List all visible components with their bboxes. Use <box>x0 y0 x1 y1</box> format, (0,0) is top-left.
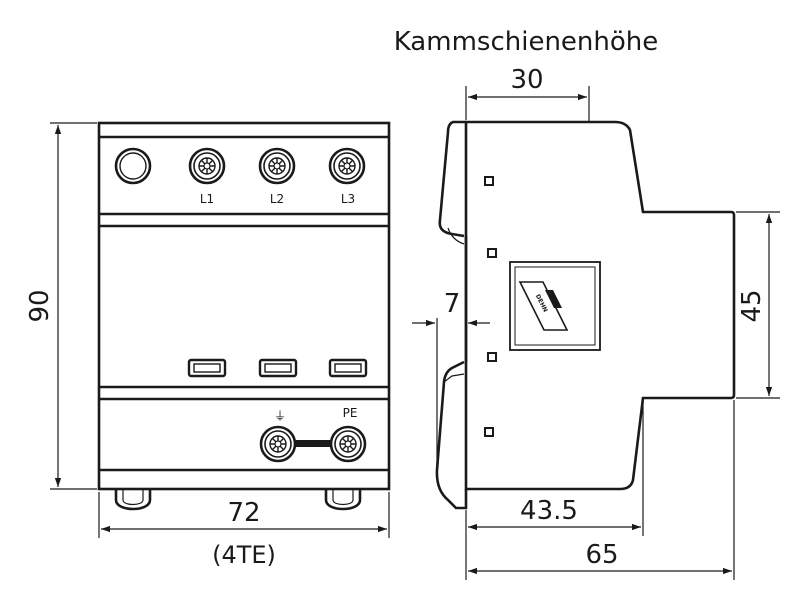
terminal-l3 <box>328 147 366 185</box>
marker-4 <box>484 427 494 437</box>
busbar-height-label: Kammschienenhöhe <box>394 27 659 57</box>
status-window-2 <box>258 358 298 378</box>
dimension-total-depth: 65 <box>468 400 735 580</box>
width-units: (4TE) <box>212 541 276 569</box>
terminal-l1 <box>188 147 226 185</box>
dimension-rail: 7 <box>412 289 490 470</box>
rail-clip-left <box>114 490 152 511</box>
label-l2: L2 <box>270 192 284 206</box>
dimension-front-depth: 45 <box>736 211 780 399</box>
terminal-pe <box>329 425 367 463</box>
total-depth-value: 65 <box>585 540 618 570</box>
pe-bridge <box>291 440 335 447</box>
dimension-busbar: 30 <box>465 65 590 122</box>
label-plate: DEHN <box>509 261 601 351</box>
marker-2 <box>487 248 497 258</box>
ground-icon: ⏚ <box>274 409 286 423</box>
marker-3 <box>487 352 497 362</box>
width-value: 72 <box>227 498 260 528</box>
front-view: L1 L2 L3 ⏚ PE 90 72 (4TE) <box>25 121 391 569</box>
terminal-l2 <box>258 147 296 185</box>
marker-1 <box>484 176 494 186</box>
label-pe: PE <box>343 406 358 420</box>
rail-value: 7 <box>444 289 461 319</box>
height-value: 90 <box>25 289 55 322</box>
front-depth-value: 45 <box>737 289 767 322</box>
depth-to-front-value: 43.5 <box>520 496 578 526</box>
status-window-3 <box>328 358 368 378</box>
status-window-1 <box>187 358 227 378</box>
terminal-ground <box>259 425 297 463</box>
busbar-value: 30 <box>510 65 543 95</box>
dimension-depth-to-front: 43.5 <box>465 398 644 580</box>
label-l1: L1 <box>200 192 214 206</box>
side-view: DEHN Kammschienenhöhe 30 7 45 <box>394 27 780 580</box>
dimension-width: 72 (4TE) <box>98 492 390 569</box>
rail-clip-right <box>324 490 362 511</box>
label-l3: L3 <box>341 192 355 206</box>
dimension-height: 90 <box>25 122 97 490</box>
